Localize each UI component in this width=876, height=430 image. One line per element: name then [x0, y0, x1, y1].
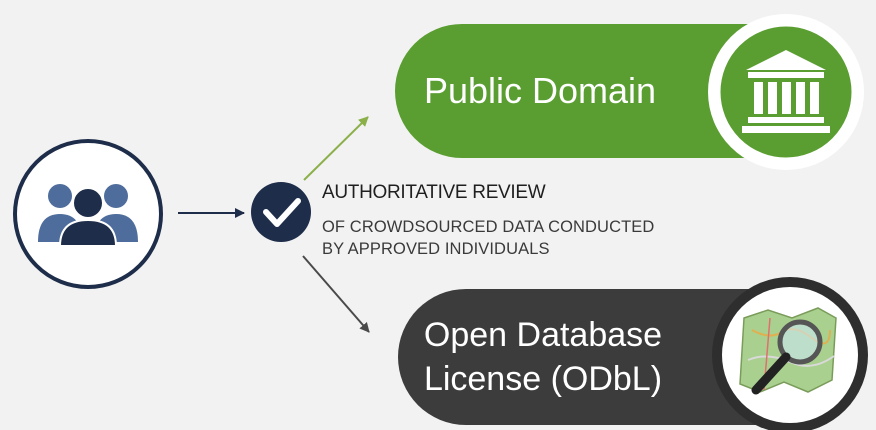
review-check-node — [251, 182, 311, 242]
odbl-label: Open Database License (ODbL) — [424, 313, 662, 401]
odbl-pill: Open Database License (ODbL) — [398, 289, 848, 425]
odbl-label-line1: Open Database — [423, 316, 663, 354]
arrow-to-odbl — [302, 255, 370, 333]
public-domain-label: Public Domain — [423, 70, 657, 111]
people-icon — [38, 184, 138, 247]
check-icon — [263, 198, 301, 227]
review-description-line2: BY APPROVED INDIVIDUALS — [322, 240, 550, 258]
review-description: OF CROWDSOURCED DATA CONDUCTED BY APPROV… — [322, 216, 654, 260]
arrow-to-public-domain — [303, 116, 369, 181]
public-domain-pill: Public Domain — [395, 24, 835, 158]
odbl-label-line2: License (ODbL) — [423, 360, 663, 398]
review-heading: AUTHORITATIVE REVIEW — [322, 182, 546, 203]
review-description-line1: OF CROWDSOURCED DATA CONDUCTED — [322, 218, 655, 236]
crowd-node — [13, 139, 163, 289]
